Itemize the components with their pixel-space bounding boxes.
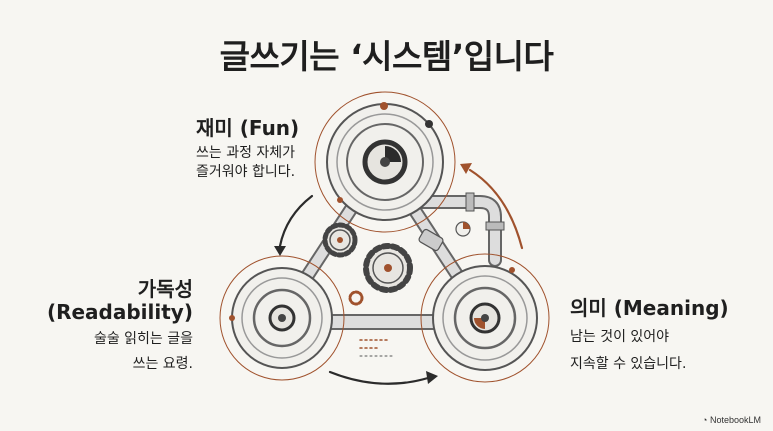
- right-wheel: [420, 253, 550, 383]
- gear-small: [348, 290, 364, 306]
- pie-indicator: [455, 221, 471, 237]
- pipe-valve: [418, 228, 444, 252]
- meaning-heading: 의미 (Meaning): [570, 296, 729, 320]
- meaning-desc-line1: 남는 것이 있어야: [570, 329, 670, 345]
- indicator-lines: [359, 339, 396, 357]
- arrow-fun-to-readability: [274, 194, 314, 256]
- readability-desc-line2: 쓰는 요령.: [132, 356, 193, 372]
- readability-heading: 가독성: [137, 277, 193, 301]
- fun-desc-line1: 쓰는 과정 자체가: [196, 145, 296, 161]
- top-wheel: [314, 91, 456, 233]
- notebooklm-icon: ◔: [702, 415, 708, 425]
- brand-label: NotebookLM: [709, 415, 761, 425]
- gear-left: [322, 222, 358, 258]
- readability-label: 가독성 (Readability) 술술 읽히는 글을 쓰는 요령.: [47, 278, 193, 374]
- fun-desc-line2: 즐거워야 합니다.: [196, 164, 296, 180]
- brand-watermark: ◔ NotebookLM: [702, 415, 761, 425]
- meaning-desc-line2: 지속할 수 있습니다.: [570, 356, 687, 372]
- fun-label: 재미 (Fun) 쓰는 과정 자체가 즐거워야 합니다.: [196, 116, 299, 182]
- left-wheel: [219, 255, 345, 381]
- pipe-elbow: [408, 192, 505, 267]
- readability-heading-en: (Readability): [46, 300, 193, 324]
- fun-heading: 재미 (Fun): [196, 116, 300, 140]
- arrow-meaning-to-fun: [460, 163, 524, 250]
- meaning-label: 의미 (Meaning) 남는 것이 있어야 지속할 수 있습니다.: [570, 296, 729, 374]
- arrow-readability-to-meaning: [328, 370, 438, 385]
- page-title: 글쓰기는 ‘시스템’입니다: [219, 37, 554, 76]
- readability-desc-line1: 술술 읽히는 글을: [93, 331, 193, 347]
- gear-center: [363, 243, 413, 293]
